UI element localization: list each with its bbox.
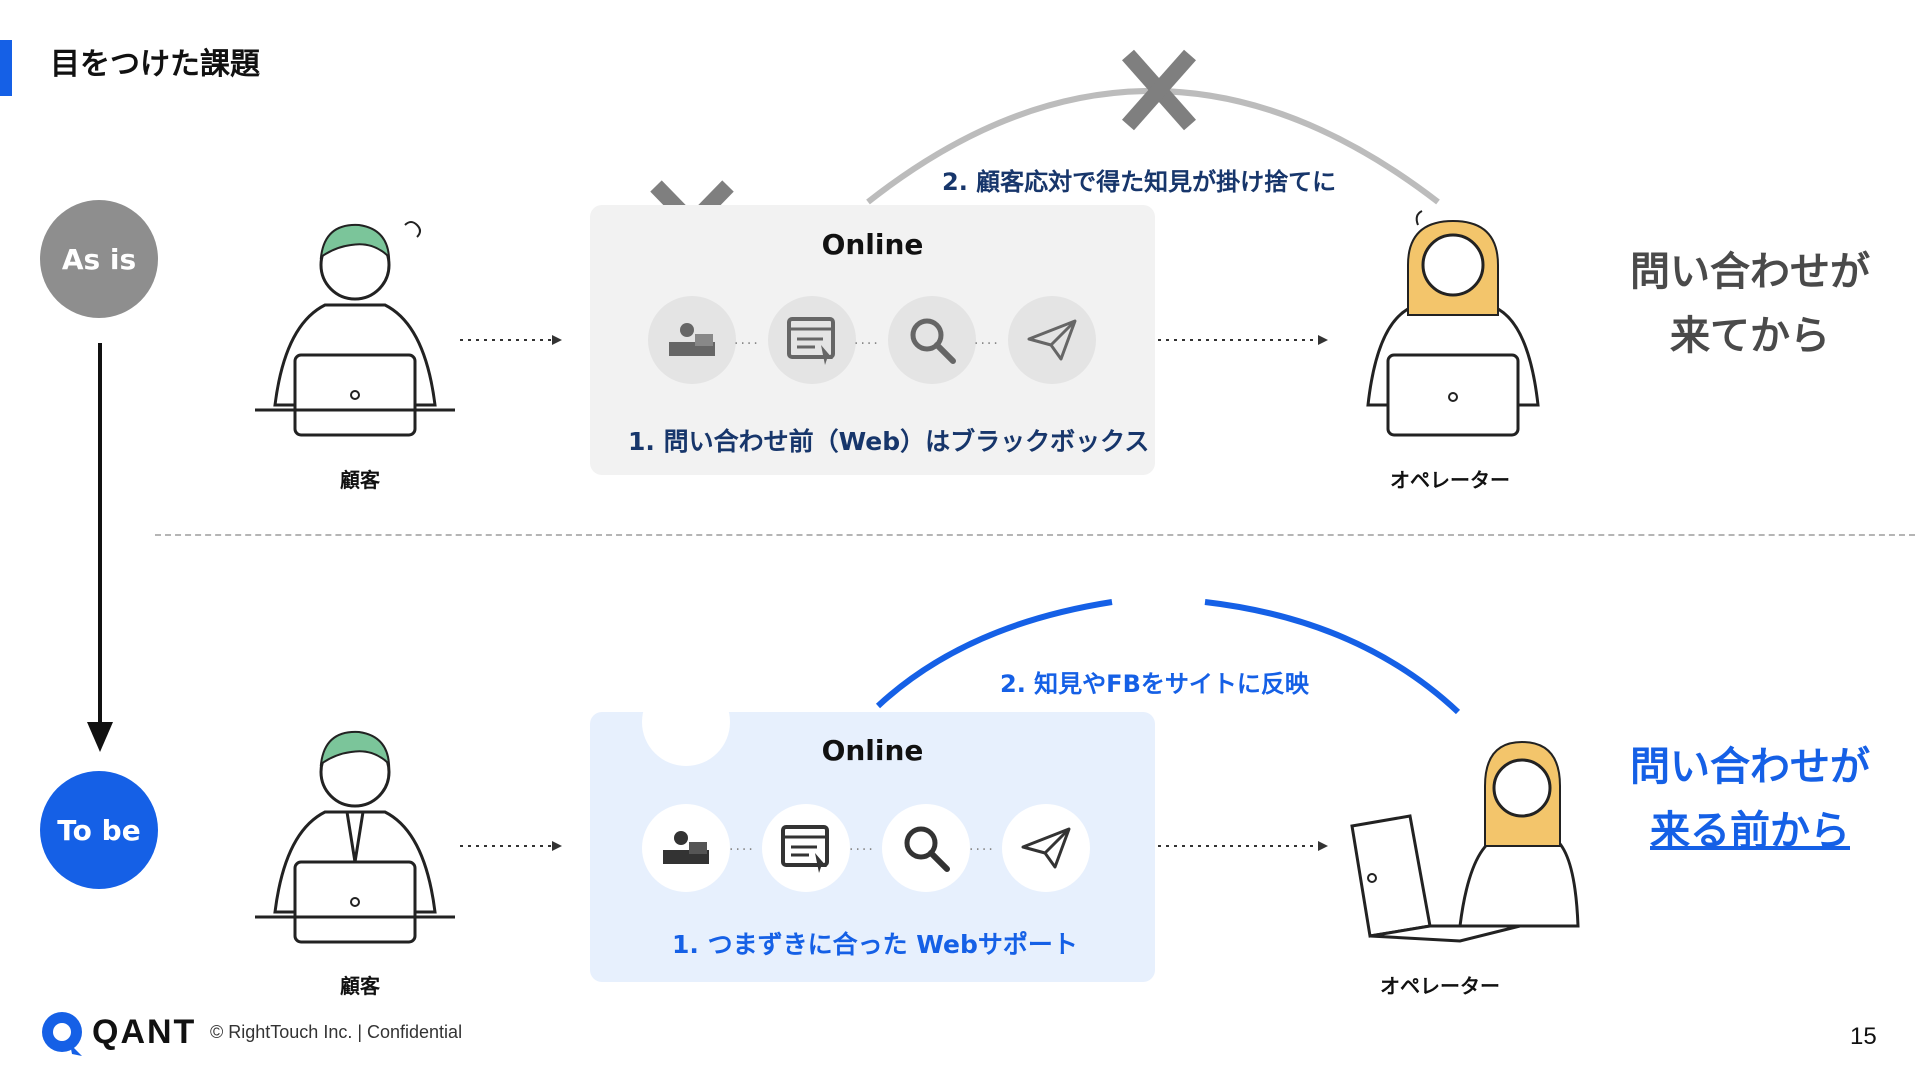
panel-title-asis: Online (821, 228, 924, 261)
title-accent-bar (0, 40, 12, 96)
issue1-tobe: 1. つまずきに合った Webサポート (672, 930, 1078, 959)
operator-label-tobe: オペレーター (1365, 964, 1515, 1005)
icon-separator: ···· (854, 336, 880, 352)
customer-label-tobe: 顧客 (285, 964, 435, 1005)
arc-x-icon (1122, 49, 1196, 131)
issue1-asis: 1. 問い合わせ前（Web）はブラックボックス (628, 427, 1150, 456)
icon-separator: ···· (729, 842, 755, 858)
web-form-icon (768, 296, 856, 384)
operator-illustration-tobe (1350, 740, 1580, 943)
timing-tobe: 問い合わせが 来る前から (1600, 735, 1900, 863)
copyright: © RightTouch Inc. | Confidential (210, 1022, 463, 1042)
search-icon (882, 804, 970, 892)
paper-plane-icon (1008, 296, 1096, 384)
timing-tobe-line2: 来る前から (1650, 808, 1850, 854)
to-be-badge: To be (40, 771, 158, 889)
icon-separator: ···· (974, 336, 1000, 352)
web-form-icon (762, 804, 850, 892)
panel-title-tobe: Online (821, 734, 924, 767)
timing-asis-line1: 問い合わせが (1630, 249, 1870, 295)
as-is-badge: As is (40, 200, 158, 318)
tobe-feedback-arc-left (875, 599, 1113, 709)
issue2-asis: 2. 顧客応対で得た知見が掛け捨てに (942, 168, 1337, 196)
customer-label-asis: 顧客 (285, 458, 435, 499)
page-title: 目をつけた課題 (50, 47, 260, 82)
icon-separator: ···· (849, 842, 875, 858)
timing-asis: 問い合わせが 来てから (1600, 240, 1900, 368)
operator-label-asis: オペレーター (1375, 458, 1525, 499)
section-divider (155, 534, 1915, 536)
panel-notch-overlay (642, 678, 730, 766)
person-at-desk-icon (648, 296, 736, 384)
arc-notch (1116, 558, 1200, 642)
timing-tobe-line1: 問い合わせが (1630, 744, 1870, 790)
icon-separator: ···· (969, 842, 995, 858)
paper-plane-icon (1002, 804, 1090, 892)
issue2-tobe: 2. 知見やFBをサイトに反映 (1000, 670, 1309, 698)
customer-illustration-tobe (255, 730, 455, 944)
customer-illustration-asis (255, 221, 455, 437)
icon-separator: ···· (734, 336, 760, 352)
person-at-desk-icon (642, 804, 730, 892)
search-icon (888, 296, 976, 384)
page-number: 15 (1850, 1023, 1877, 1050)
timing-asis-line2: 来てから (1670, 313, 1830, 359)
operator-illustration-asis (1366, 210, 1540, 437)
qant-logo-text: QANT (92, 1013, 197, 1051)
transition-arrowhead (87, 722, 113, 752)
qant-logo-icon (42, 1012, 82, 1056)
tobe-feedback-arc-right (1204, 599, 1461, 715)
